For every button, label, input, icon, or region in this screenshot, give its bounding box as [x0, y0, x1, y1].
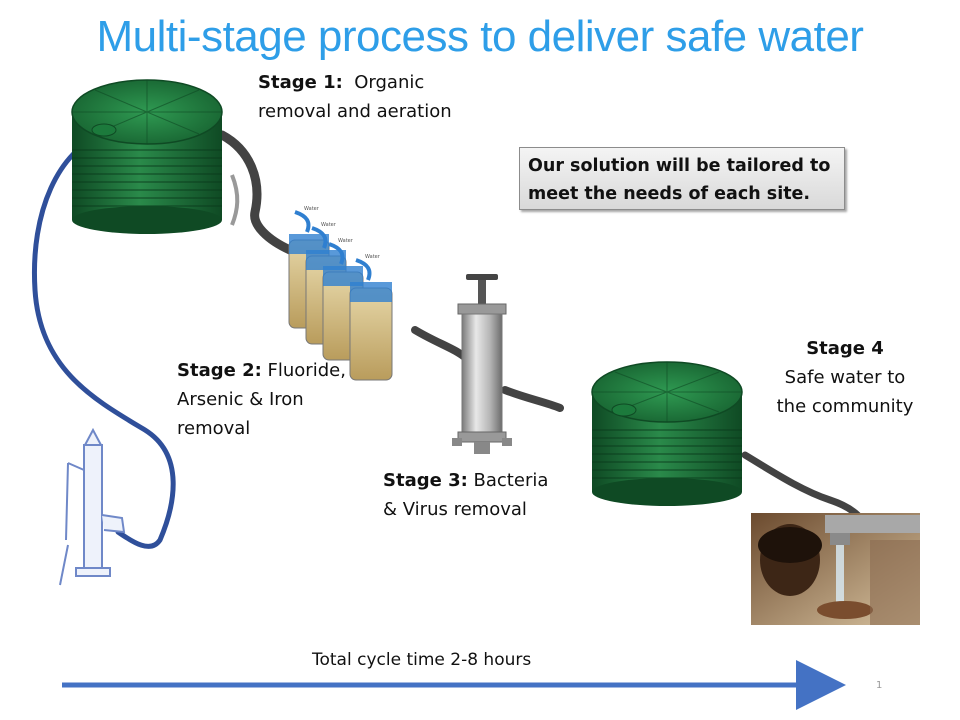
stage4-line1: Safe water to [784, 367, 906, 388]
stage3-line2: & Virus removal [383, 499, 527, 520]
filter-label: Water [304, 206, 320, 212]
filter-label: Water [365, 254, 381, 260]
stage4-text: Stage 4 Safe water to the community [760, 334, 930, 421]
stage4-label: Stage 4 [806, 338, 884, 359]
water-tank-icon [591, 361, 743, 506]
cycle-time-label: Total cycle time 2-8 hours [312, 650, 532, 670]
child-drinking-photo [751, 513, 920, 625]
water-stream-1 [217, 130, 295, 255]
supply-pipe [31, 132, 176, 549]
stage4-line2: the community [776, 396, 914, 417]
stage2-line2: Arsenic & Iron [177, 389, 304, 410]
stage2-line1: Fluoride, [267, 360, 346, 381]
stage1-line1: Organic [354, 72, 425, 93]
stage1-text: Stage 1: Organic removal and aeration [258, 68, 452, 126]
callout-line1: Our solution will be tailored to [528, 156, 831, 176]
stage2-label: Stage 2: [177, 360, 262, 381]
water-tank-icon [71, 79, 223, 234]
page-number: 1 [876, 680, 883, 691]
stage3-label: Stage 3: [383, 470, 468, 491]
page-title: Multi-stage process to deliver safe wate… [96, 12, 864, 61]
stage2-line3: removal [177, 418, 251, 439]
stage3-text: Stage 3: Bacteria & Virus removal [383, 466, 548, 524]
tailored-solution-callout: Our solution will be tailored to meet th… [519, 147, 845, 210]
stage1-line2: removal and aeration [258, 101, 452, 122]
water-stream-3 [741, 451, 866, 524]
stage3-line1: Bacteria [473, 470, 549, 491]
hand-pump-icon [59, 427, 126, 586]
filter-label: Water [321, 222, 337, 228]
callout-line2: meet the needs of each site. [528, 184, 811, 204]
filter-label: Water [338, 238, 354, 244]
filter-cylinders-icon: Water Water Water Water [288, 206, 393, 381]
uv-steel-filter-icon [452, 274, 512, 454]
stage1-label: Stage 1: [258, 72, 343, 93]
stage2-text: Stage 2: Fluoride, Arsenic & Iron remova… [177, 356, 346, 443]
